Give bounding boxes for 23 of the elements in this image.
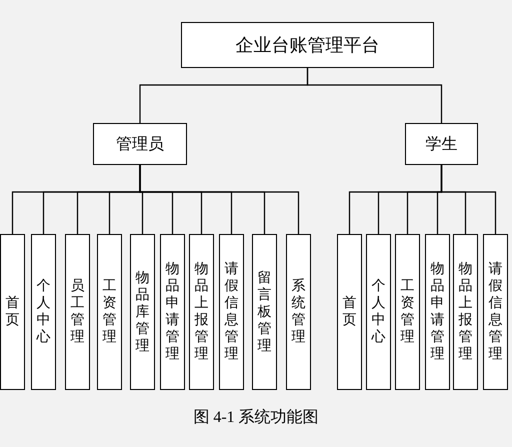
connector-line	[139, 165, 300, 234]
function-box: 系统管理	[286, 234, 311, 390]
function-box: 首页	[0, 234, 25, 390]
function-box: 员工管理	[65, 234, 90, 390]
caption: 图 4-1 系统功能图	[192, 408, 320, 428]
function-box: 工资管理	[395, 234, 420, 390]
function-box: 个人中心	[366, 234, 391, 390]
function-box: 物品库管理	[130, 234, 155, 390]
function-box: 请假信息管理	[483, 234, 508, 390]
category-box: 管理员	[93, 123, 187, 165]
category-box: 企业台账管理平台	[181, 22, 434, 68]
function-box: 留言板管理	[252, 234, 277, 390]
function-box: 个人中心	[31, 234, 56, 390]
connector-line	[440, 165, 496, 234]
function-box: 物品上报管理	[189, 234, 214, 390]
function-box: 物品申请管理	[425, 234, 450, 390]
function-box: 物品上报管理	[453, 234, 478, 390]
function-box: 首页	[337, 234, 362, 390]
connector-line	[306, 68, 442, 123]
function-box: 物品申请管理	[160, 234, 185, 390]
function-box: 工资管理	[97, 234, 122, 390]
function-box: 请假信息管理	[219, 234, 244, 390]
category-box: 学生	[405, 123, 478, 165]
